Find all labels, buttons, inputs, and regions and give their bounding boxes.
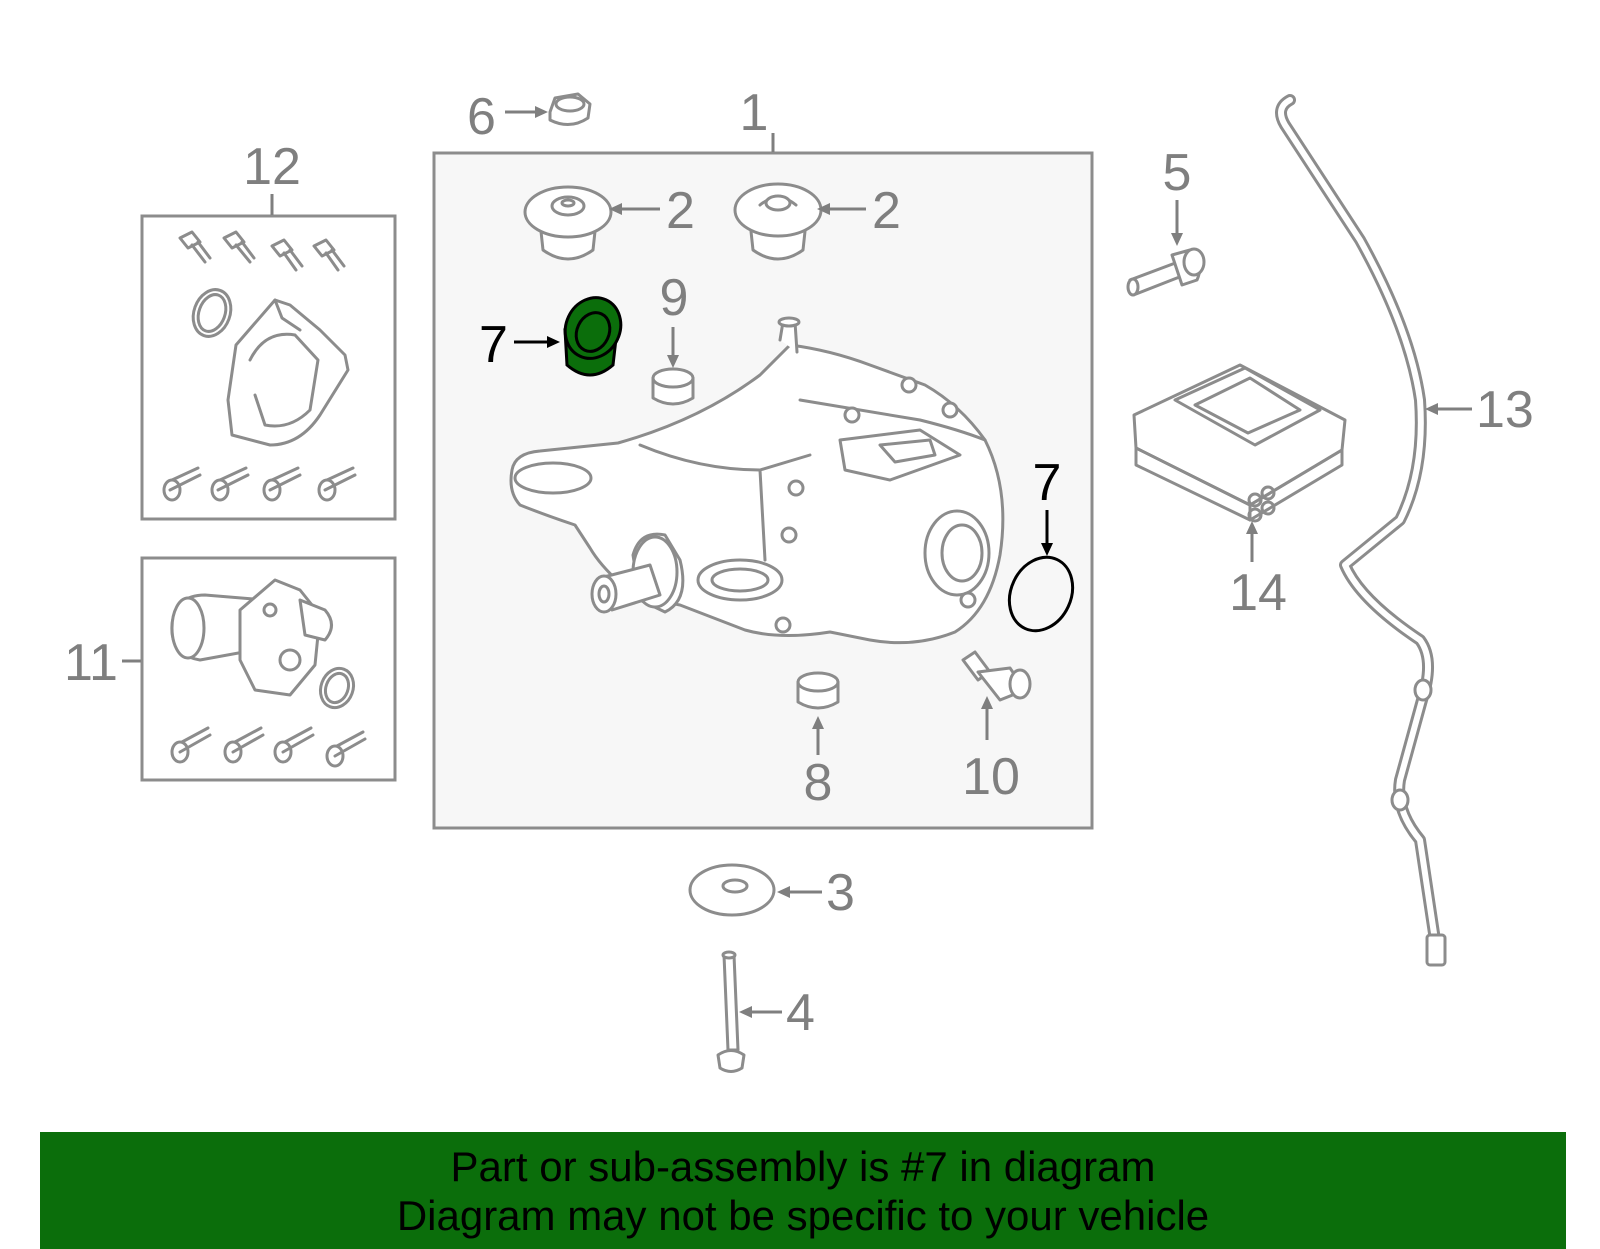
bushing-8[interactable] [796, 671, 840, 710]
callout-2-left[interactable]: 2 [666, 182, 695, 240]
differential-housing[interactable] [509, 316, 1005, 645]
o-ring[interactable] [998, 547, 1084, 641]
upper-mount-right[interactable] [733, 182, 823, 261]
banner-line-2: Diagram may not be specific to your vehi… [396, 1192, 1210, 1239]
callout-2-right[interactable]: 2 [872, 182, 901, 240]
callout-13[interactable]: 13 [1476, 381, 1534, 439]
callout-9[interactable]: 9 [660, 269, 689, 327]
nut-6[interactable] [548, 92, 592, 126]
callout-4[interactable]: 4 [786, 984, 815, 1042]
banner-line-1: Part or sub-assembly is #7 in diagram [450, 1143, 1156, 1190]
bushing-9[interactable] [651, 367, 695, 406]
parts-diagram: 1 2 2 7 9 [64, 84, 1534, 1073]
callout-7-right[interactable]: 7 [1033, 454, 1062, 512]
group-box-12 [140, 214, 397, 521]
callout-10[interactable]: 10 [962, 748, 1020, 806]
control-module-14[interactable] [1132, 363, 1347, 523]
callout-6[interactable]: 6 [467, 88, 496, 146]
lower-mount-3[interactable] [688, 863, 776, 917]
sensor-cable-13[interactable] [1275, 94, 1447, 967]
bolt-5[interactable] [1126, 247, 1206, 297]
callout-1[interactable]: 1 [740, 84, 769, 142]
cover-kit-parts[interactable] [162, 230, 357, 502]
callout-8[interactable]: 8 [804, 754, 833, 812]
info-banner: Part or sub-assembly is #7 in diagram Di… [40, 1132, 1566, 1249]
bolt-4[interactable] [716, 950, 746, 1073]
callout-11[interactable]: 11 [64, 634, 118, 692]
actuator-kit-parts[interactable] [170, 578, 367, 768]
callout-3[interactable]: 3 [826, 864, 855, 922]
upper-mount-left[interactable] [523, 185, 613, 261]
sensor-10[interactable] [961, 650, 1032, 702]
group-box-11 [140, 556, 397, 782]
callout-14[interactable]: 14 [1229, 564, 1287, 622]
callout-7-left[interactable]: 7 [479, 316, 508, 374]
seal-highlighted[interactable] [555, 288, 630, 377]
callout-5[interactable]: 5 [1163, 144, 1192, 202]
callout-12[interactable]: 12 [243, 138, 301, 196]
